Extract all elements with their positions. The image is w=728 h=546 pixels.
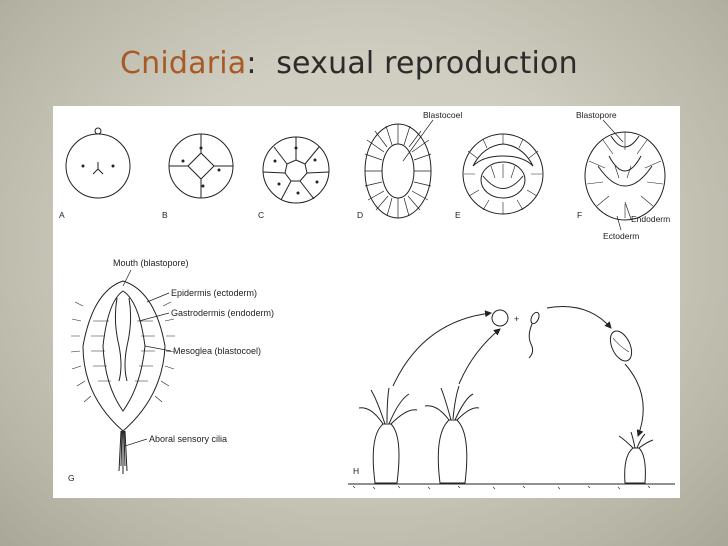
label-gastrodermis: Gastrodermis (endoderm) — [171, 308, 274, 318]
four-cell-stage-b — [168, 133, 234, 199]
figure-panel: Blastocoel Blastopore Endoderm Ectoderm … — [53, 106, 680, 498]
panel-letter-e: E — [455, 210, 461, 220]
planula-formation-stage-f — [584, 131, 666, 221]
label-mesoglea: Mesoglea (blastocoel) — [173, 346, 261, 356]
polyp-right — [424, 385, 480, 484]
settled-polyp — [618, 431, 654, 484]
planula-larva-g — [70, 280, 176, 474]
blastula-stage-d — [364, 123, 432, 219]
panel-letter-b: B — [162, 210, 168, 220]
panel-letter-f: F — [577, 210, 582, 220]
sperm-cell — [528, 311, 540, 359]
label-blastocoel: Blastocoel — [423, 110, 462, 120]
panel-letter-d: D — [357, 210, 363, 220]
cnidaria-development-diagram: Blastocoel Blastopore Endoderm Ectoderm … — [59, 110, 675, 490]
panel-letter-a: A — [59, 210, 65, 220]
slide-title: Cnidaria: sexual reproduction — [120, 46, 578, 81]
ground-line — [348, 483, 675, 490]
lifecycle-arrows — [392, 306, 644, 437]
egg-cell — [491, 309, 509, 327]
label-blastopore: Blastopore — [576, 110, 617, 120]
title-accent-word: Cnidaria — [120, 46, 247, 81]
label-endoderm: Endoderm — [631, 214, 670, 224]
label-ectoderm: Ectoderm — [603, 231, 639, 241]
polyp-left — [358, 387, 418, 484]
gastrula-stage-e — [462, 133, 544, 215]
gamete-plus-sign: + — [514, 314, 519, 324]
panel-letter-g: G — [68, 473, 75, 483]
eight-cell-stage-c — [262, 136, 330, 204]
planula-swimming — [609, 330, 633, 362]
panel-letter-c: C — [258, 210, 264, 220]
label-epidermis: Epidermis (ectoderm) — [171, 288, 257, 298]
label-mouth-blastopore: Mouth (blastopore) — [113, 258, 189, 268]
title-rest: sexual reproduction — [276, 46, 578, 81]
title-separator: : — [246, 46, 257, 81]
panel-letter-h: H — [353, 466, 359, 476]
label-aboral-cilia: Aboral sensory cilia — [149, 434, 227, 444]
zygote-stage-a — [65, 127, 131, 199]
